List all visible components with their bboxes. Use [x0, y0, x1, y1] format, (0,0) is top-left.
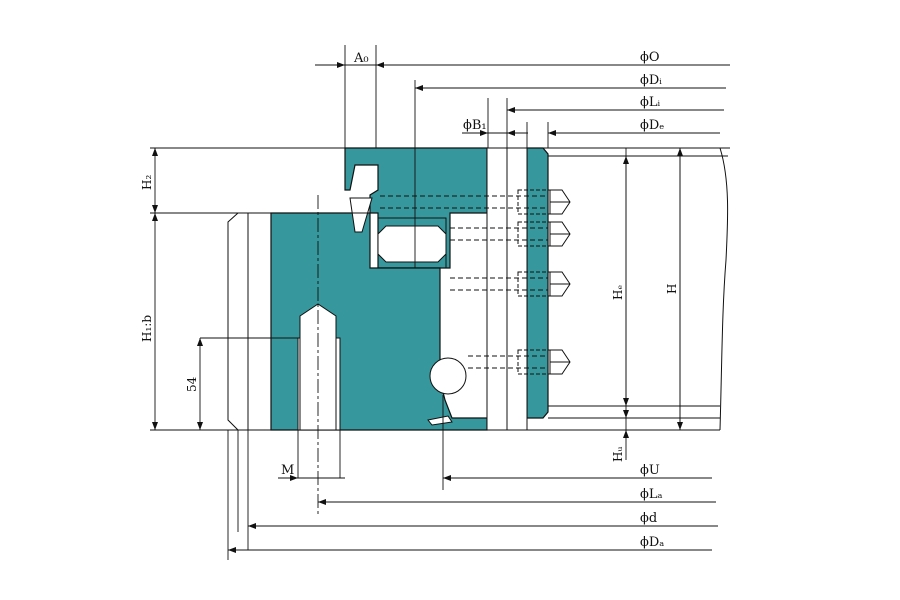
bolt-row-1	[380, 189, 571, 215]
bottom-seal	[427, 415, 453, 426]
label-phi-O: ϕO	[640, 50, 660, 65]
label-phi-De: ϕDₑ	[640, 118, 664, 133]
bolt-row-4	[468, 349, 571, 375]
label-A0: A₀	[353, 51, 369, 66]
seal-lip	[349, 197, 373, 233]
arrowheads	[152, 62, 683, 553]
label-phi-U: ϕU	[640, 463, 660, 478]
label-H2: H₂	[140, 175, 154, 190]
label-H: H	[665, 284, 679, 294]
outline-lines	[150, 147, 730, 431]
gear-ring-section	[526, 147, 549, 419]
label-phi-La: ϕLₐ	[640, 487, 663, 502]
bolt-row-3	[450, 271, 571, 297]
bolt-row-2	[450, 221, 571, 247]
label-Hu: Hᵤ	[611, 447, 625, 462]
label-phi-d: ϕd	[640, 511, 657, 526]
label-phi-Li: ϕLᵢ	[640, 95, 660, 110]
label-He: Hₑ	[611, 285, 625, 300]
label-phi-Da: ϕDₐ	[640, 535, 664, 550]
label-phi-Di: ϕDᵢ	[640, 73, 662, 88]
label-phi-B: ϕB₁	[463, 118, 487, 133]
ball	[429, 357, 467, 395]
dimension-lines	[154, 64, 730, 551]
label-54: 54	[185, 376, 199, 392]
label-M: M	[281, 463, 294, 478]
roller	[377, 225, 447, 263]
label-H1b: H₁:b	[140, 315, 154, 342]
